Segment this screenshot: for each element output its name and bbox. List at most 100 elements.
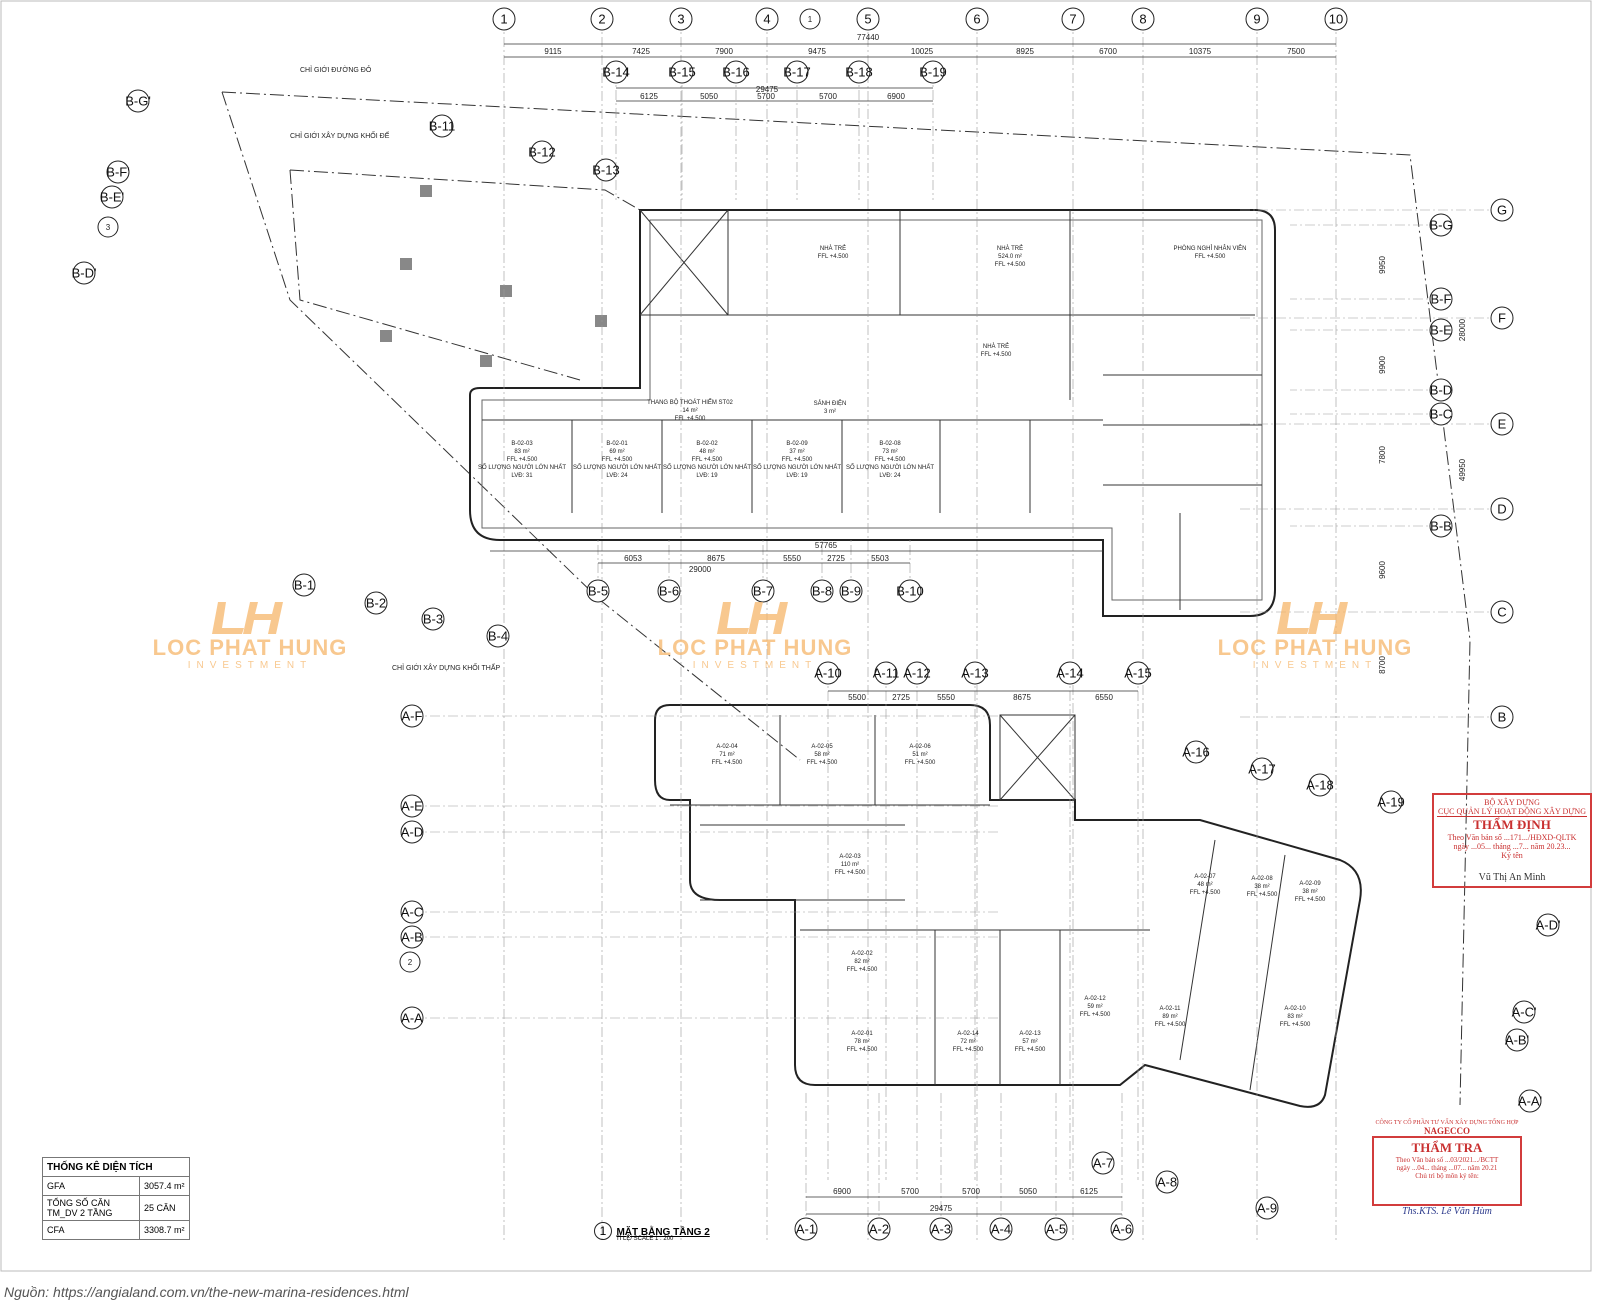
grid-label: 7 [1069,12,1076,27]
room-label-ffl: FFL +4.500 [1190,890,1221,896]
grid-bubble: A-9 [1255,1196,1279,1220]
grid-bubble: A-19 [1377,790,1405,814]
grid-bubble-circle [126,89,150,113]
dimension-text: 7425 [632,47,650,56]
grid-bubble: A-16 [1182,740,1210,764]
dimension-text: 5050 [1019,1187,1037,1196]
scale-text: TỈ LỆ/ SCALE 1 : 200 [616,1236,674,1242]
stamp-title: THẨM ĐỊNH [1473,817,1551,832]
grid-bubble-circle [1490,497,1514,521]
grid-bubble: A-10 [814,661,842,685]
grid-bubble-circle [1429,318,1453,342]
grid-label: A-5 [1046,1222,1066,1237]
grid-bubble-circle [400,794,424,818]
grid-label: 1 [500,12,507,27]
grid-bubble: B-E [1429,318,1453,342]
grid-label: A-A' [1518,1094,1542,1109]
room-label-ffl: FFL +4.500 [1280,1022,1311,1028]
grid-label: A-9 [1257,1201,1277,1216]
grid-label: A-E [401,799,423,814]
grid-bubble-circle [1044,1217,1068,1241]
room-label-ffl: FFL +4.500 [602,457,633,463]
dimension-text: 5050 [700,92,718,101]
dimension-text: 6900 [833,1187,851,1196]
dimension-text: 77440 [857,33,880,42]
grid-bubble: A-C' [1512,1000,1537,1024]
room-label-name: A-02-02 [851,951,873,957]
grid-bubble-circle [1536,913,1560,937]
room-label-area: 69 m² [609,449,624,455]
grid-bubble: A-12 [903,661,931,685]
grid-bubble-circle [867,1217,891,1241]
room-label-name: NHÀ TRẺ [983,343,1009,350]
grid-bubble: 1 [492,7,516,31]
grid-bubble: B-18 [845,60,873,84]
grid-bubble-circle [724,60,748,84]
drawing-title: 1 MẶT BẰNG TẦNG 2 TỈ LỆ/ SCALE 1 : 200 [594,1222,710,1242]
grid-bubble: B [1490,705,1514,729]
grid-bubble-circle [400,1006,424,1030]
room-label-area: 71 m² [719,752,734,758]
grid-bubble-circle [669,7,693,31]
stamp-box: THẨM TRA Theo Văn bản số ...03/2021.../B… [1372,1136,1522,1206]
dimension-text: 29000 [689,565,712,574]
dimension-text: 29475 [930,1204,953,1213]
grid-label: A-D [401,825,423,840]
room-label-name: A-02-09 [1299,881,1321,887]
grid-label: A-C' [1512,1005,1537,1020]
section-marker-circle [399,951,421,973]
grid-label: B-17 [783,65,810,80]
room-label-lvd: LVĐ: 19 [786,473,808,479]
dimension-text: 7800 [1378,446,1387,464]
grid-label: A-14 [1056,666,1083,681]
watermark-logo-mark [212,602,283,634]
room-label-area: 82 m² [854,959,869,965]
grid-bubble-circle [430,114,454,138]
room-label-lvd: LVĐ: 31 [511,473,533,479]
grid-label: B [1498,710,1507,725]
grid-bubble: A-2 [867,1217,891,1241]
title-number: 1 [594,1222,612,1240]
dimension-text: 8675 [1013,693,1031,702]
grid-bubble: A-D' [1536,913,1560,937]
building-a-outline [654,704,1362,1108]
dimension-text: 6053 [624,554,642,563]
room-label-ffl: FFL +4.500 [905,760,936,766]
table-cell-label: GFA [42,1176,140,1196]
grid-bubble: B-E' [100,185,124,209]
verification-stamp-nagecco: CÔNG TY CỔ PHẦN TƯ VẤN XÂY DỰNG TỔNG HỢP… [1370,1118,1524,1219]
grid-bubble: B-6 [657,579,681,603]
room-label-area: 73 m² [882,449,897,455]
grid-bubble: 2 [590,7,614,31]
room-label-name: NHÀ TRẺ [820,245,846,252]
grid-label: 2 [598,12,605,27]
room-label-name: B-02-02 [696,441,718,447]
grid-bubble-circle [905,661,929,685]
grid-label: E [1498,417,1507,432]
table-cell-value: 3308.7 m² [139,1220,190,1240]
grid-bubble: C [1490,600,1514,624]
dimension-text: 6550 [1095,693,1113,702]
room-label: NHÀ TRẺ FFL +4.500 [818,245,849,260]
room-label-ffl: FFL +4.500 [995,262,1026,268]
grid-bubble-circle [400,820,424,844]
grid-label: B-4 [488,629,508,644]
watermark-name: LOC PHAT HUNG [152,635,348,660]
grid-bubble-circle [1512,1000,1536,1024]
grid-bubble-circle [1429,514,1453,538]
grid-bubble-circle [657,579,681,603]
appraisal-stamp-ministry: BỘ XÂY DỰNG CỤC QUẢN LÝ HOẠT ĐỘNG XÂY DỰ… [1432,793,1592,888]
room-label-ffl: FFL +4.500 [818,254,849,260]
